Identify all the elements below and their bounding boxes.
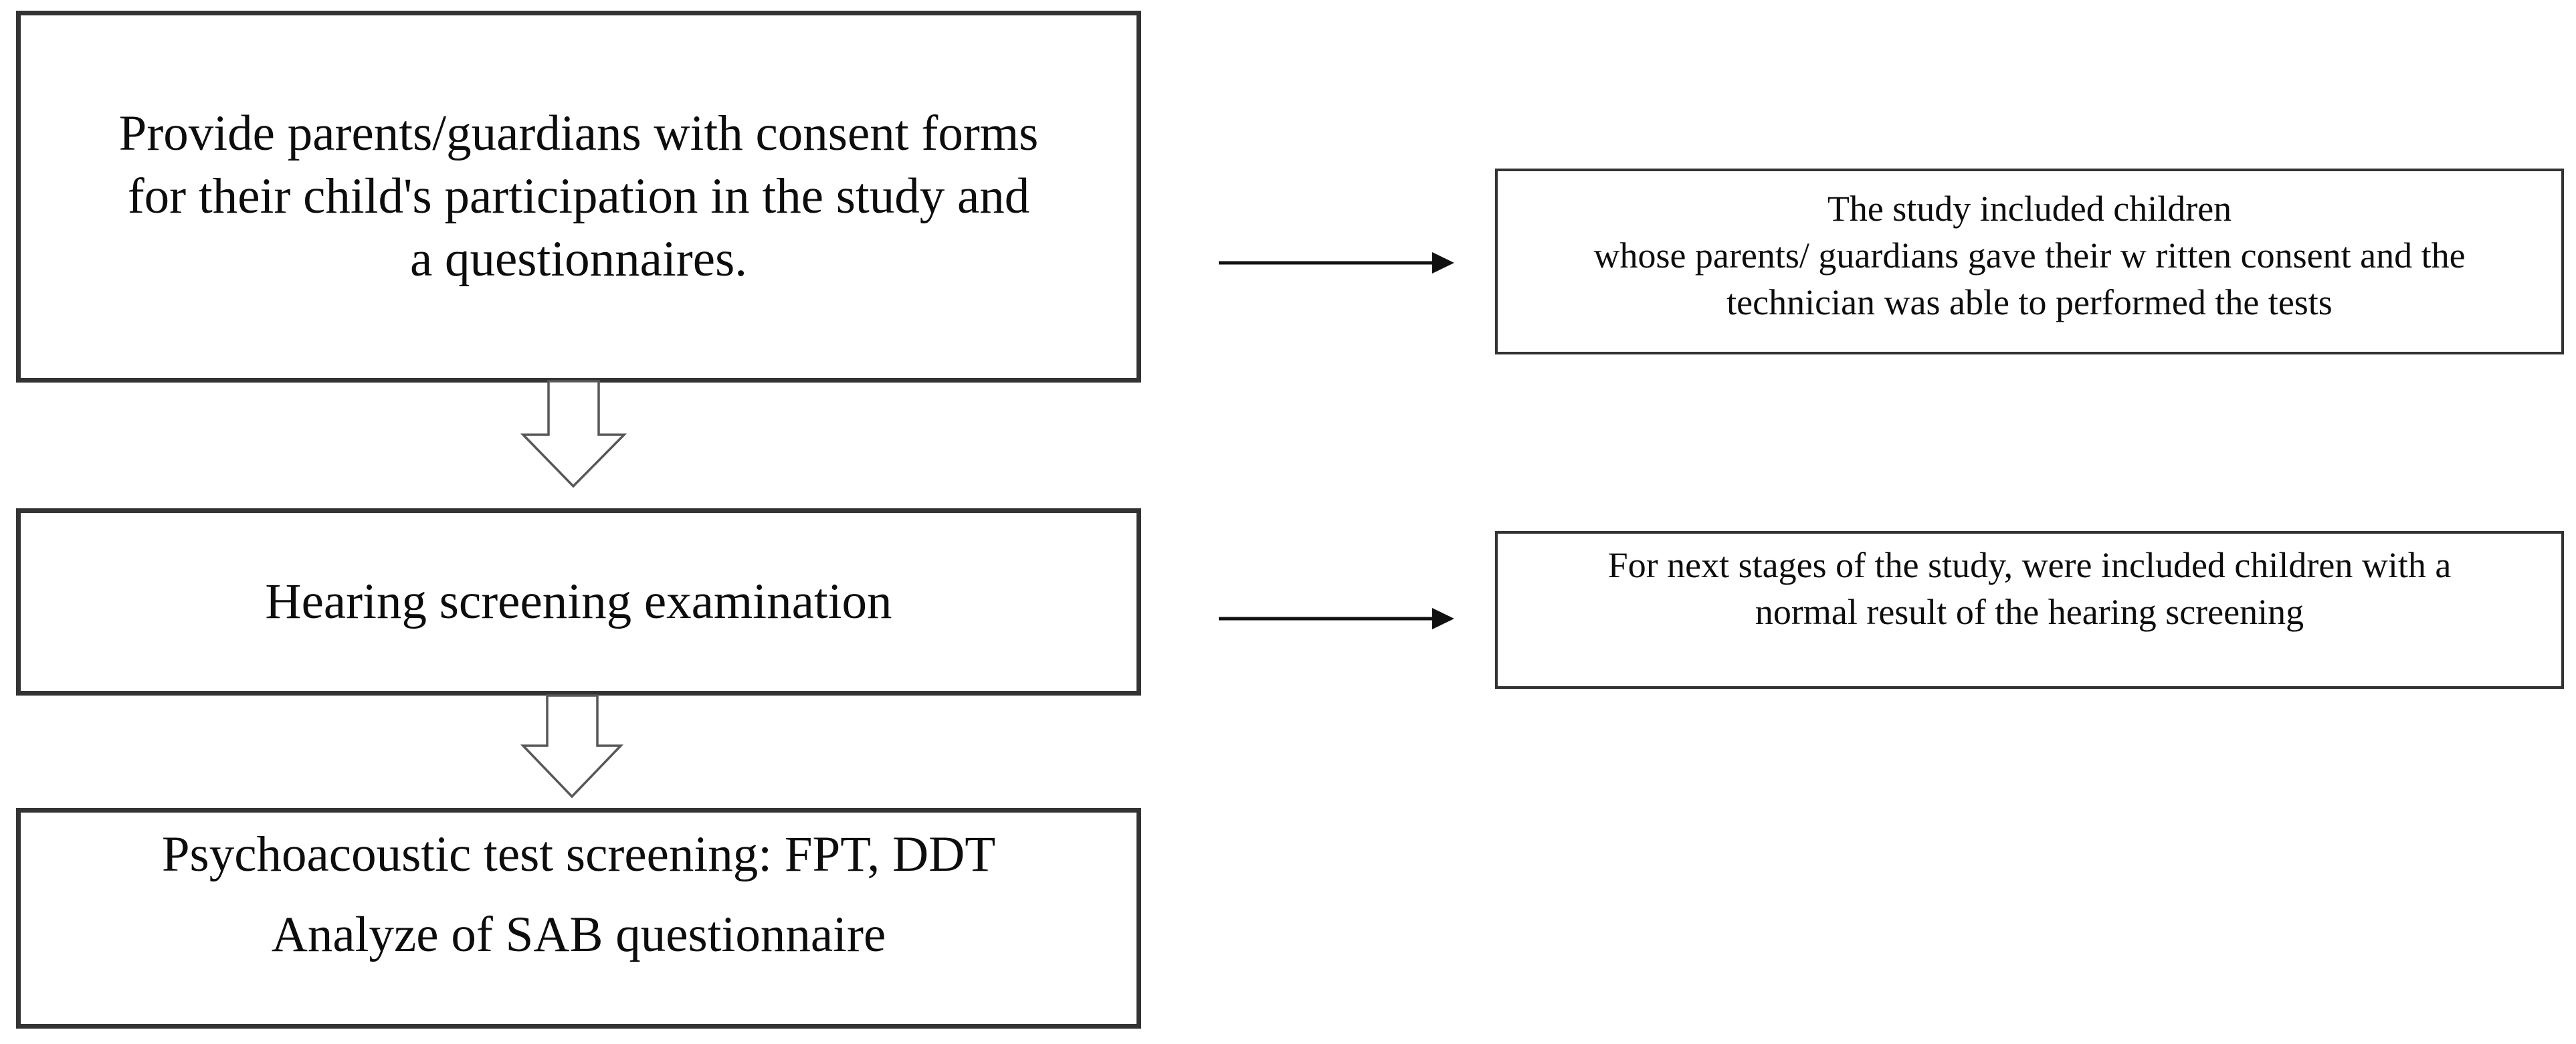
arrow-down-icon [520, 694, 624, 799]
step-text-line: for their child's participation in the s… [127, 169, 1030, 224]
arrow-right-icon [1219, 608, 1454, 629]
note-box-normal-hearing-inclusion: For next stages of the study, were inclu… [1495, 531, 2564, 689]
note-text-line: For next stages of the study, were inclu… [1607, 545, 2452, 585]
step-box-consent-forms: Provide parents/guardians with consent f… [16, 11, 1141, 383]
step-text-line: Hearing screening examination [265, 574, 892, 629]
step-box-psychoacoustic-tests: Psychoacoustic test screening: FPT, DDT … [16, 808, 1141, 1029]
note-text-line: normal result of the hearing screening [1755, 592, 2304, 632]
note-text-line: whose parents/ guardians gave their w ri… [1593, 235, 2466, 276]
arrow-right-icon [1219, 252, 1454, 274]
step-text-line: a questionnaires. [409, 231, 748, 287]
arrow-down-icon [520, 380, 627, 488]
step-text-line: Provide parents/guardians with consent f… [118, 106, 1039, 161]
note-text-line: The study included children [1827, 189, 2232, 229]
step-text-line: Psychoacoustic test screening: FPT, DDT [161, 827, 996, 882]
step-text-line: Analyze of SAB questionnaire [271, 907, 886, 962]
note-text-line: technician was able to performed the tes… [1726, 282, 2333, 322]
step-box-hearing-screening: Hearing screening examination [16, 508, 1141, 696]
note-box-inclusion-consent: The study included children whose parent… [1495, 169, 2564, 354]
